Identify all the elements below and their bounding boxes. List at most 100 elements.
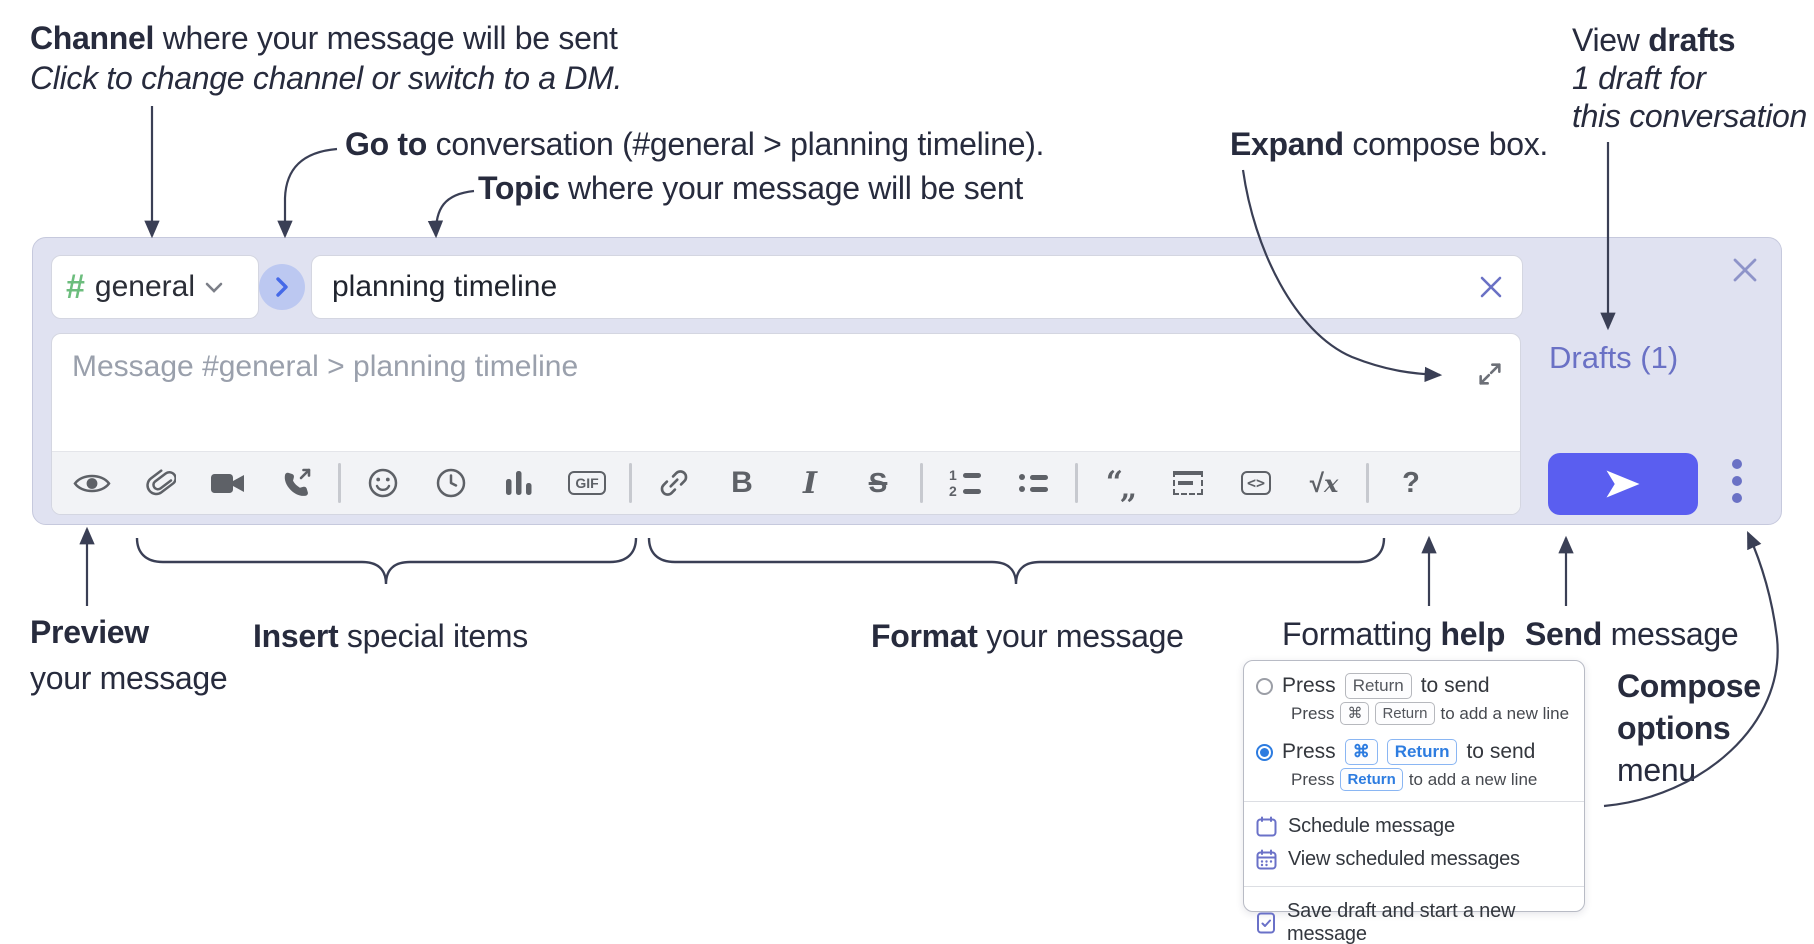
close-compose-icon[interactable]	[1729, 254, 1761, 286]
option1-press: Press	[1282, 674, 1336, 697]
channel-note-italic: Click to change channel or switch to a D…	[30, 60, 623, 96]
arrow-goto	[277, 147, 338, 239]
italic-label: I	[802, 465, 818, 501]
option1-tail: to send	[1420, 674, 1490, 697]
bulleted-list-icon[interactable]	[1011, 460, 1055, 506]
option-cmd-enter-to-send[interactable]: Press ⌘ Return to send	[1244, 737, 1584, 765]
audio-call-icon[interactable]	[274, 460, 318, 506]
format-note: Format your message	[871, 618, 1184, 655]
brace-insert	[135, 537, 638, 585]
video-call-icon[interactable]	[206, 460, 250, 506]
expand-note-bold: Expand	[1230, 126, 1344, 162]
goto-note: Go to conversation (#general > planning …	[345, 126, 1044, 163]
channel-note-line2: Click to change channel or switch to a D…	[30, 60, 622, 97]
channel-selector[interactable]: # general	[51, 255, 259, 319]
view-drafts-line3: this conversation	[1572, 98, 1808, 134]
expand-note-rest: compose box.	[1343, 126, 1548, 162]
code-icon[interactable]: <>	[1234, 460, 1278, 506]
spoiler-icon[interactable]	[1166, 460, 1210, 506]
topic-note: Topic where your message will be sent	[478, 170, 1023, 207]
insert-note: Insert special items	[253, 618, 528, 655]
numbered-2: 2	[949, 483, 957, 499]
menu-item-view-scheduled[interactable]: View scheduled messages	[1244, 843, 1584, 876]
strike-label: S	[868, 467, 888, 498]
math-x: x	[1323, 468, 1339, 498]
bold-icon[interactable]: B	[720, 460, 764, 506]
gif-icon[interactable]: GIF	[565, 460, 609, 506]
quote-open: “	[1105, 465, 1123, 500]
quote-close: „	[1120, 471, 1137, 506]
return-key: Return	[1344, 673, 1412, 699]
view-drafts-line2: 1 draft for	[1572, 60, 1706, 96]
option-enter-to-send[interactable]: Press Return to send	[1244, 671, 1584, 699]
brace-format	[647, 537, 1386, 585]
return-key: Return	[1386, 739, 1458, 765]
calendar-icon	[1256, 816, 1277, 837]
expand-note: Expand compose box.	[1230, 126, 1548, 163]
message-formatting-help-icon[interactable]: ?	[1389, 460, 1433, 506]
send-plane-icon	[1606, 470, 1640, 498]
math-radical: √	[1309, 467, 1324, 498]
compose-options-menu-button[interactable]	[1732, 459, 1742, 503]
view-drafts-note-line1: View drafts	[1572, 22, 1736, 59]
menu-item-schedule-message[interactable]: Schedule message	[1244, 810, 1584, 843]
quote-icon[interactable]: “„	[1098, 460, 1142, 506]
strikethrough-icon[interactable]: S	[856, 460, 900, 506]
option2-press: Press	[1282, 740, 1336, 763]
radio-unselected-icon[interactable]	[1256, 677, 1273, 695]
option2-sub-tail: to add a new line	[1408, 769, 1538, 789]
radio-selected-icon[interactable]	[1256, 743, 1273, 761]
topic-note-rest: where your message will be sent	[559, 170, 1023, 206]
arrow-topic	[427, 189, 475, 239]
compose-options-bold1: Compose	[1617, 668, 1761, 704]
code-label: <>	[1240, 471, 1272, 495]
menu-divider	[1244, 801, 1584, 802]
message-card: Message #general > planning timeline	[51, 333, 1521, 515]
insert-note-rest: special items	[338, 618, 528, 654]
message-placeholder: Message #general > planning timeline	[72, 350, 579, 383]
gif-label: GIF	[568, 471, 606, 495]
cmd-key: ⌘	[1344, 739, 1378, 765]
topic-input[interactable]	[312, 270, 1478, 304]
compose-options-rest: menu	[1617, 752, 1696, 788]
compose-box: # general Message #general > planning ti…	[32, 237, 1782, 525]
return-key: Return	[1375, 702, 1435, 725]
menu-divider	[1244, 886, 1584, 887]
send-button[interactable]	[1548, 453, 1698, 515]
goto-conversation-button[interactable]	[259, 264, 305, 310]
math-icon[interactable]: √x	[1302, 460, 1346, 506]
compose-toolbar: GIF B I S 1 2	[52, 451, 1520, 514]
schedule-time-icon[interactable]	[429, 460, 473, 506]
menu-item-label: View scheduled messages	[1288, 848, 1520, 870]
topic-input-wrapper	[311, 255, 1523, 319]
menu-item-save-draft[interactable]: Save draft and start a new message	[1244, 895, 1584, 944]
view-drafts-bold: drafts	[1648, 22, 1736, 58]
help-label: ?	[1402, 466, 1420, 499]
attach-file-icon[interactable]	[138, 460, 182, 506]
chevron-right-icon	[276, 277, 288, 297]
preview-eye-icon[interactable]	[70, 460, 114, 506]
cmd-key: ⌘	[1340, 702, 1370, 725]
drafts-link[interactable]: Drafts (1)	[1549, 340, 1679, 375]
channel-note-rest: where your message will be sent	[154, 20, 618, 56]
option1-sub-press: Press	[1291, 703, 1335, 723]
send-note: Send message	[1525, 616, 1739, 653]
draft-document-icon	[1257, 912, 1275, 934]
preview-note-line2: your message	[30, 660, 228, 697]
italic-icon[interactable]: I	[788, 460, 832, 506]
message-textarea[interactable]: Message #general > planning timeline	[52, 334, 1520, 451]
poll-icon[interactable]	[497, 460, 541, 506]
option-cmd-enter-to-send-subtext: Press Return to add a new line	[1244, 765, 1584, 791]
emoji-icon[interactable]	[361, 460, 405, 506]
option-enter-to-send-subtext: Press ⌘ Return to add a new line	[1244, 699, 1584, 725]
clear-topic-icon[interactable]	[1478, 274, 1504, 300]
format-note-bold: Format	[871, 618, 978, 654]
link-icon[interactable]	[652, 460, 696, 506]
numbered-list-icon[interactable]: 1 2	[943, 460, 987, 506]
insert-note-bold: Insert	[253, 618, 339, 654]
option2-sub-press: Press	[1291, 769, 1335, 789]
expand-compose-icon[interactable]	[1476, 360, 1504, 388]
preview-note-bold: Preview	[30, 614, 149, 650]
channel-hash-icon: #	[66, 268, 85, 306]
